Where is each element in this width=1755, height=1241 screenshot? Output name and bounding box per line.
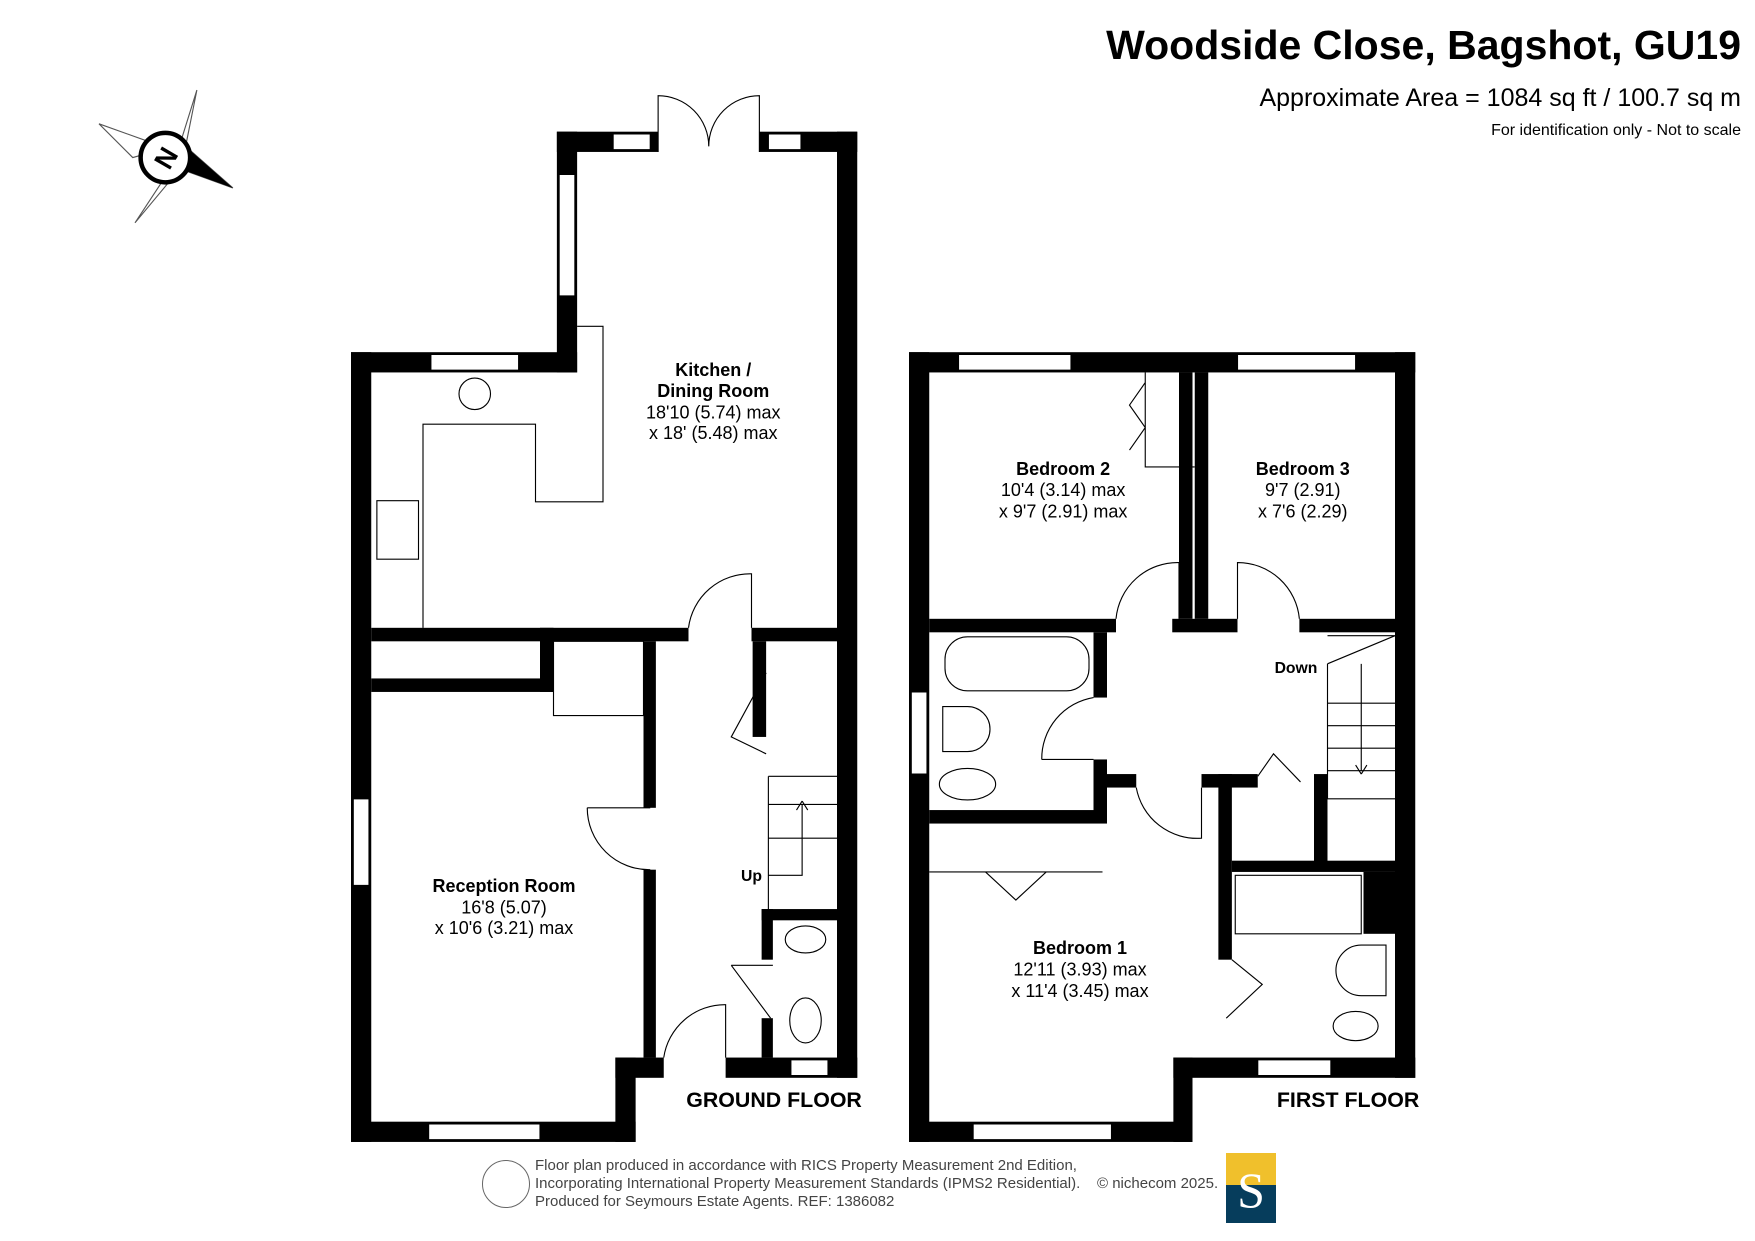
room-name: Bedroom 2	[1016, 459, 1110, 479]
room-dimension: 18'10 (5.74) max	[646, 403, 781, 423]
room-name: Kitchen /	[675, 360, 751, 380]
footer-text: Floor plan produced in accordance with R…	[535, 1157, 1080, 1211]
ground-floor-plan: Kitchen / Dining Room 18'10 (5.74) max x…	[351, 95, 862, 1142]
room-dimension: 16'8 (5.07)	[461, 898, 547, 918]
footer-line: Incorporating International Property Mea…	[535, 1175, 1081, 1192]
room-name: Bedroom 1	[1033, 938, 1127, 958]
room-name: Dining Room	[657, 381, 769, 401]
room-name: Reception Room	[432, 876, 575, 896]
room-dimension: x 10'6 (3.21) max	[435, 918, 574, 938]
footer-line: Floor plan produced in accordance with R…	[535, 1157, 1077, 1174]
room-name: Bedroom 3	[1256, 459, 1350, 479]
page-title: Woodside Close, Bagshot, GU19	[1106, 22, 1741, 68]
floor-label: GROUND FLOOR	[686, 1088, 862, 1112]
room-dimension: x 18' (5.48) max	[649, 423, 778, 443]
room-dimension: x 11'4 (3.45) max	[1011, 981, 1148, 1001]
room-dimension: 9'7 (2.91)	[1265, 480, 1340, 500]
scale-note: For identification only - Not to scale	[1491, 122, 1741, 139]
floor-label: FIRST FLOOR	[1277, 1088, 1419, 1112]
person-scale-icon	[482, 1160, 530, 1208]
room-dimension: 12'11 (3.93) max	[1013, 959, 1146, 979]
footer-line: Produced for Seymours Estate Agents. REF…	[535, 1193, 895, 1210]
room-dimension: x 9'7 (2.91) max	[999, 502, 1128, 522]
agent-logo: S	[1226, 1153, 1276, 1223]
stairs-label: Down	[1275, 660, 1318, 677]
room-dimension: x 7'6 (2.29)	[1258, 502, 1347, 522]
first-floor-plan: Bedroom 2 10'4 (3.14) max x 9'7 (2.91) m…	[909, 352, 1419, 1142]
copyright: © nichecom 2025.	[1097, 1175, 1219, 1192]
approximate-area: Approximate Area = 1084 sq ft / 100.7 sq…	[1259, 84, 1741, 112]
compass-icon: N	[98, 89, 234, 224]
room-dimension: 10'4 (3.14) max	[1001, 480, 1126, 500]
stairs-label: Up	[741, 868, 762, 885]
